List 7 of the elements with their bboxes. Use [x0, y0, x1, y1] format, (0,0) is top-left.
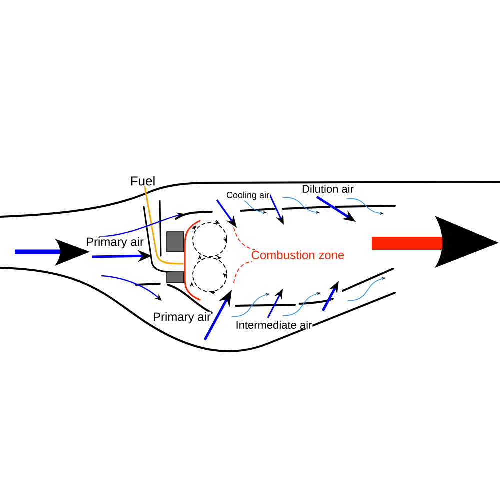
- text-label: Primary air: [152, 312, 212, 324]
- text-label: Dilution air: [302, 184, 354, 194]
- text-label: Primary air: [86, 236, 144, 250]
- text-label: Intermediate air: [235, 320, 313, 330]
- text-label: Combustion zone: [250, 250, 346, 260]
- text-label: Cooling air: [226, 191, 270, 201]
- text-label: Fuel: [130, 176, 156, 186]
